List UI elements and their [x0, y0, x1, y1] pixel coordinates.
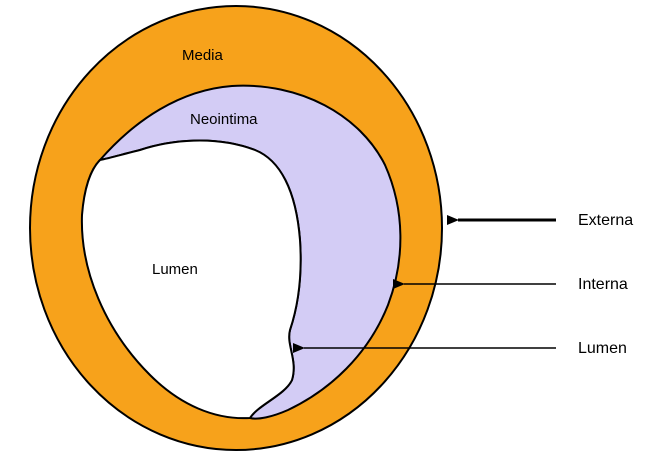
- externa-label: Externa: [578, 212, 633, 229]
- neointima-label: Neointima: [190, 111, 258, 128]
- interna-label: Interna: [578, 276, 628, 293]
- media-label: Media: [182, 47, 224, 64]
- lumen-pointer-label: Lumen: [578, 340, 627, 357]
- lumen-label: Lumen: [152, 261, 198, 278]
